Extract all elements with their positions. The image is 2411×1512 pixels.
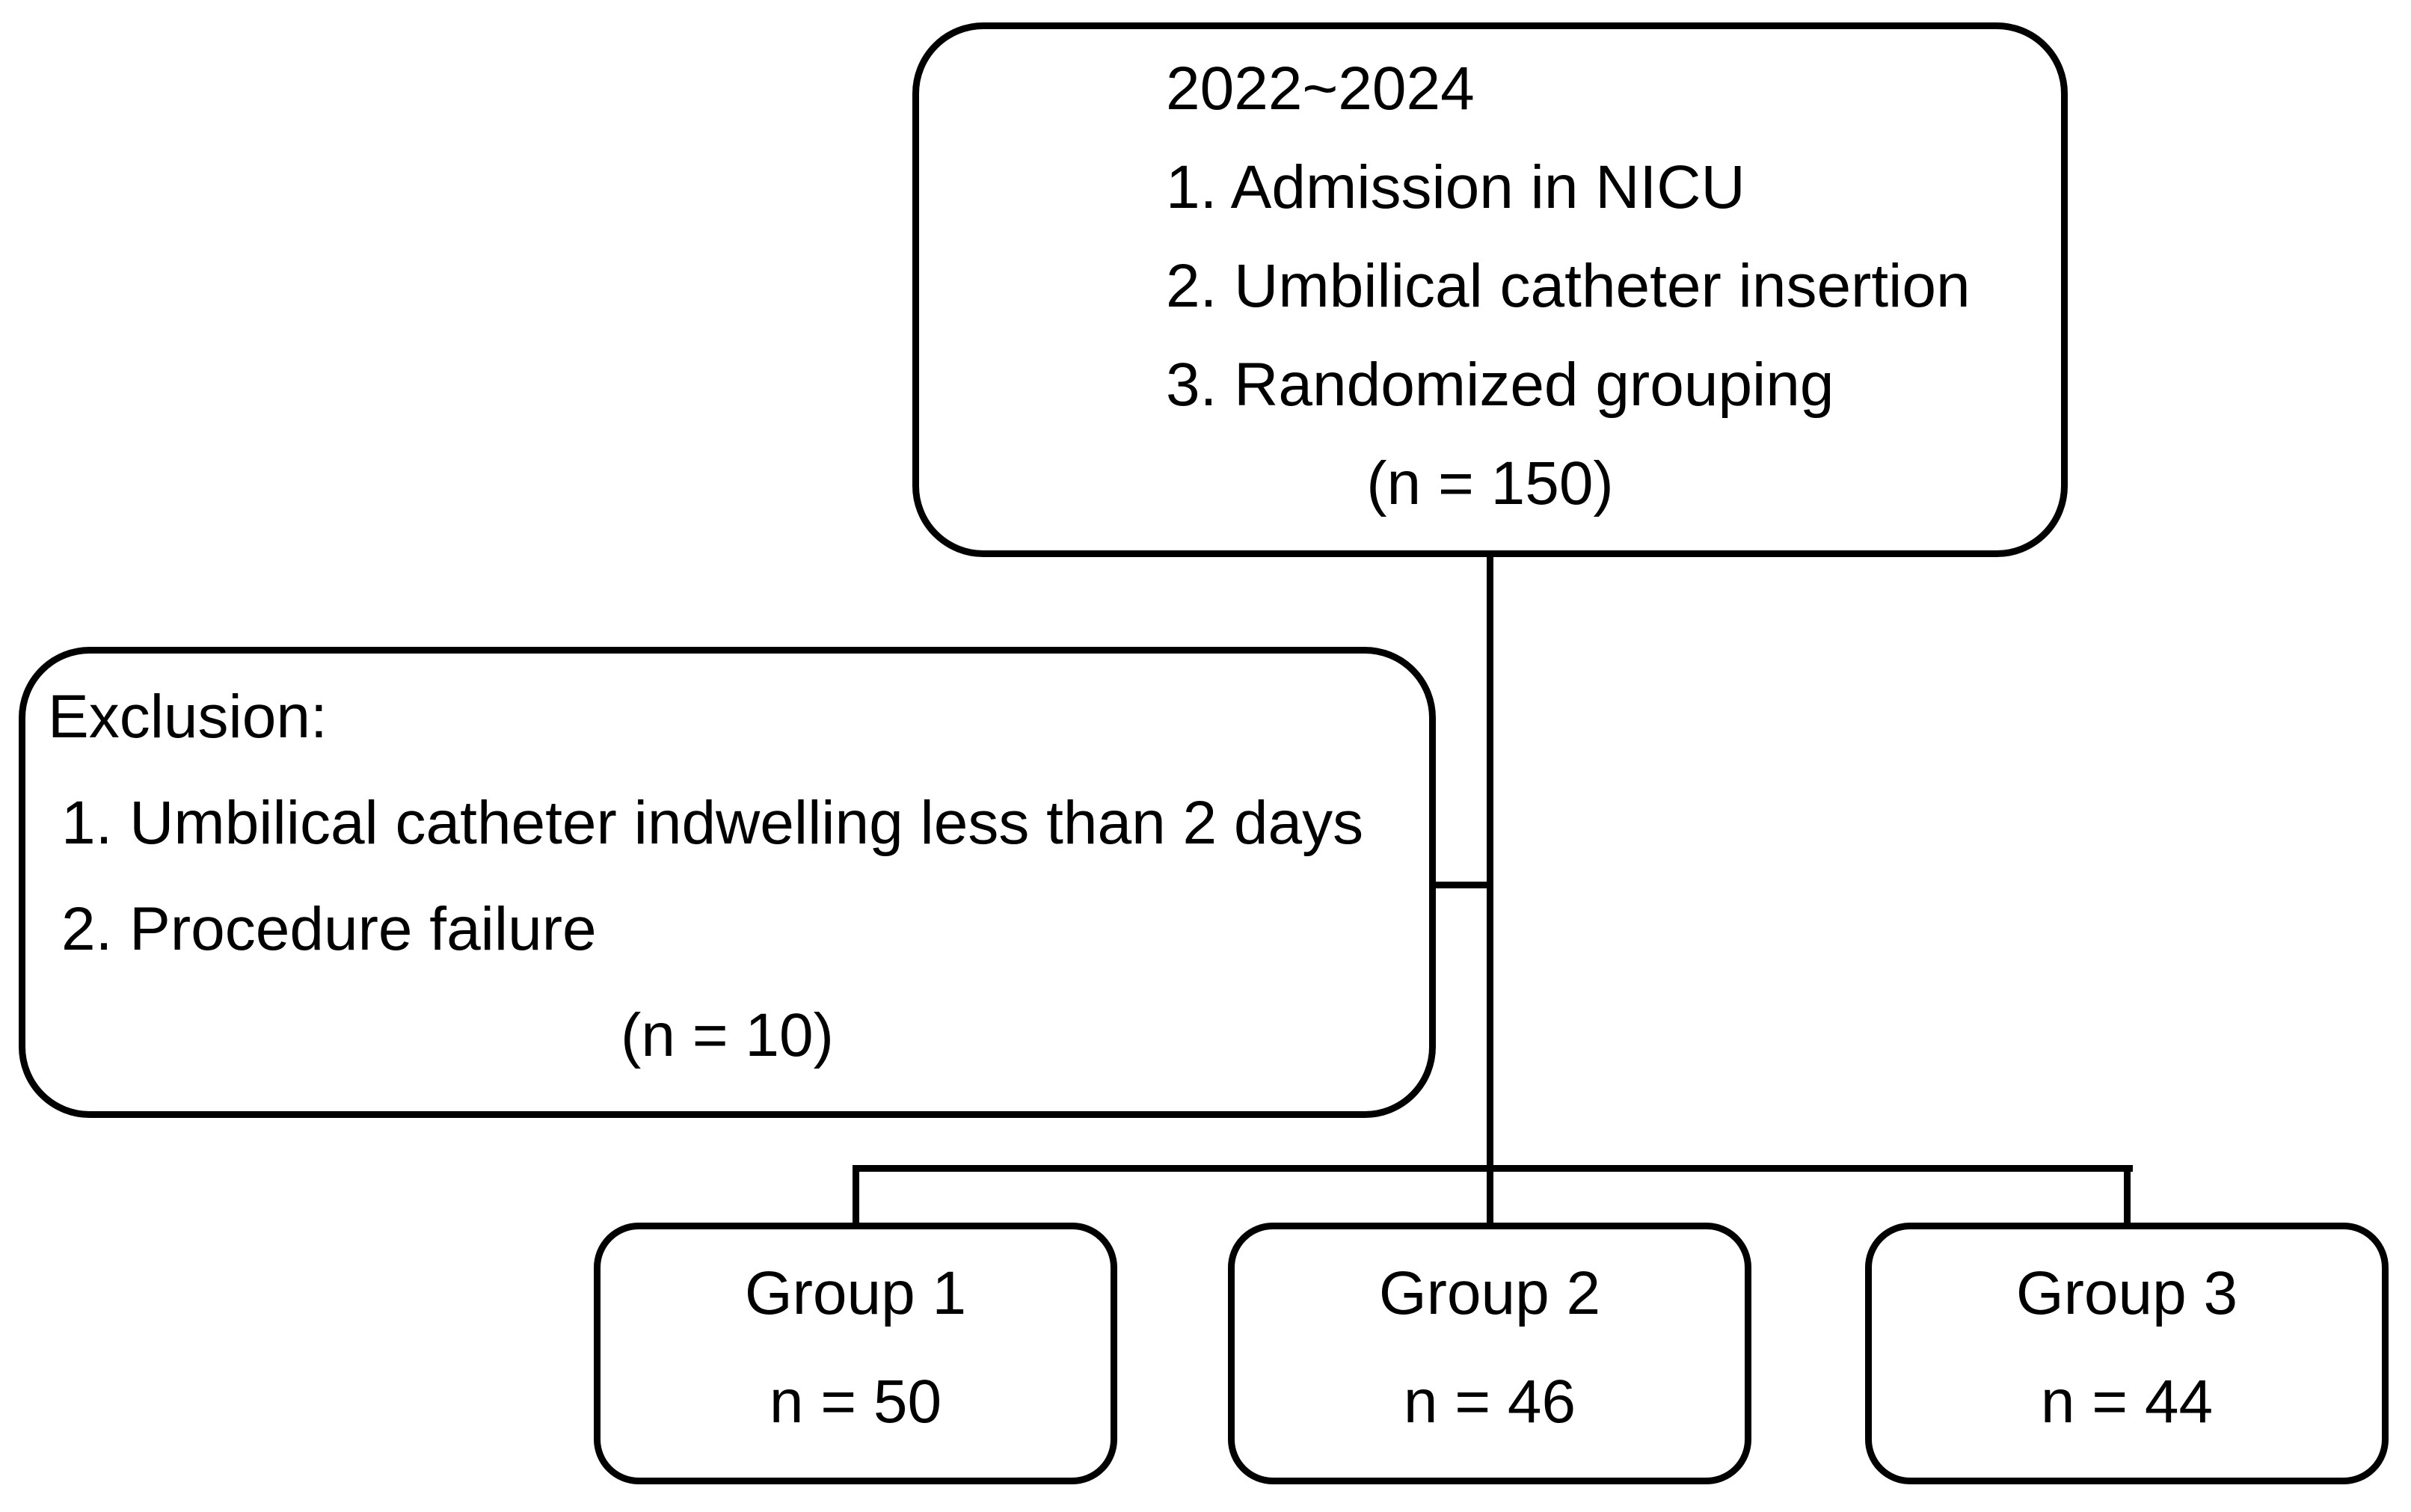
exclusion-reason-2: 2. Procedure failure xyxy=(61,895,597,963)
connector-drop-group-3 xyxy=(2124,1165,2131,1226)
enrollment-box: 2022~2024 1. Admission in NICU 2. Umbili… xyxy=(912,22,2068,557)
group-1-box: Group 1 n = 50 xyxy=(594,1223,1117,1484)
group-3-box: Group 3 n = 44 xyxy=(1865,1223,2389,1484)
enrollment-period: 2022~2024 xyxy=(1166,55,1475,123)
exclusion-reason-1: 1. Umbilical catheter indwelling less th… xyxy=(61,789,1364,857)
enrollment-criterion-1: 1. Admission in NICU xyxy=(1166,153,1745,221)
connector-drop-group-1 xyxy=(853,1165,859,1226)
group-1-label: Group 1 xyxy=(744,1259,967,1327)
enrollment-criterion-2: 2. Umbilical catheter insertion xyxy=(1166,252,1971,320)
connector-exclusion-branch xyxy=(1433,882,1490,888)
group-2-count: n = 46 xyxy=(1403,1368,1576,1436)
group-1-count: n = 50 xyxy=(769,1368,942,1436)
enrollment-criterion-3: 3. Randomized grouping xyxy=(1166,351,1834,419)
exclusion-count: (n = 10) xyxy=(621,1001,834,1069)
group-2-box: Group 2 n = 46 xyxy=(1228,1223,1751,1484)
connector-main-vertical xyxy=(1487,553,1493,1226)
exclusion-box: Exclusion: 1. Umbilical catheter indwell… xyxy=(19,647,1436,1118)
enrollment-count: (n = 150) xyxy=(1366,449,1614,517)
group-2-label: Group 2 xyxy=(1378,1259,1601,1327)
exclusion-title: Exclusion: xyxy=(48,683,328,751)
connector-group-branch xyxy=(853,1165,2133,1172)
group-3-label: Group 3 xyxy=(2015,1259,2238,1327)
group-3-count: n = 44 xyxy=(2040,1368,2214,1436)
